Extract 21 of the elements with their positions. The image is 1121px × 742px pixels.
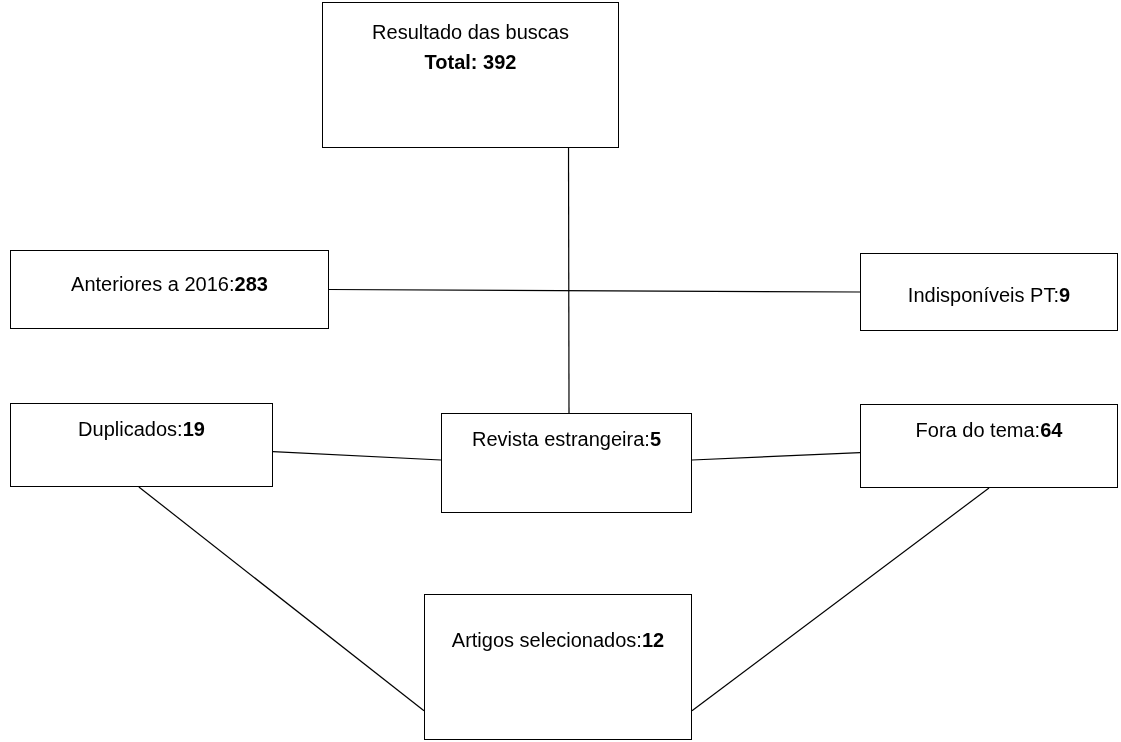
process-box	[441, 413, 692, 513]
box-text: Artigos selecionados:12	[450, 628, 666, 653]
process-box	[860, 253, 1118, 331]
box-text: Anteriores a 2016:283	[70, 272, 269, 297]
connector-line	[567, 147, 570, 414]
process-box	[10, 403, 273, 487]
box-text: Revista estrangeira:5	[471, 427, 662, 452]
connector-line	[138, 486, 425, 712]
box-text: Indisponíveis PT:9	[906, 283, 1072, 308]
process-box	[860, 404, 1118, 488]
connector-line	[272, 451, 442, 461]
box-text: Fora do tema:64	[914, 418, 1064, 443]
process-box	[10, 250, 329, 329]
box-text: Duplicados:19	[77, 417, 206, 442]
connector-line	[328, 288, 861, 293]
process-box	[424, 594, 692, 740]
connector-line	[691, 487, 990, 712]
box-text: Total: 392	[423, 50, 518, 75]
box-text: Resultado das buscas	[371, 20, 570, 45]
connector-line	[691, 452, 861, 461]
process-box	[322, 2, 619, 148]
